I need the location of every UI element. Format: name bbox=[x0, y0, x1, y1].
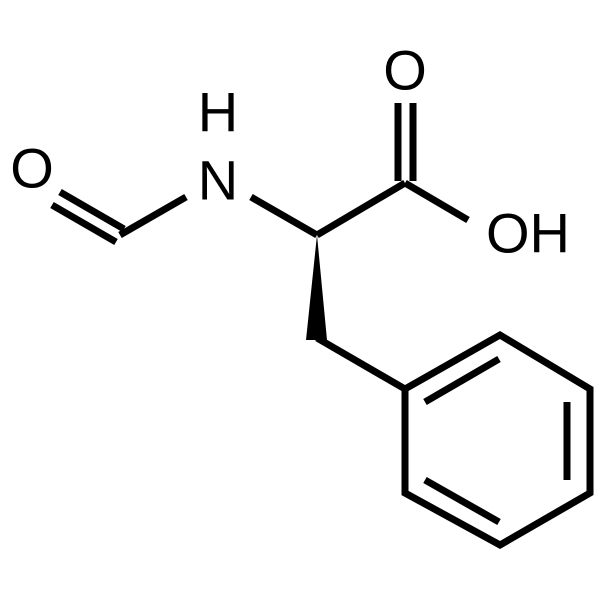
n-calpha-bond bbox=[249, 193, 319, 239]
benzene-double-bond-1 bbox=[423, 355, 501, 406]
amide-nitrogen-label: N bbox=[198, 149, 238, 212]
carbonyl-oxygen-label: O bbox=[383, 39, 427, 102]
formyl-oxygen-label: O bbox=[10, 137, 54, 200]
amide-hydrogen-label: H bbox=[198, 81, 238, 144]
formyl-co-bond-2 bbox=[50, 201, 118, 246]
formyl-co-bond-1 bbox=[58, 188, 126, 233]
benzene-ring bbox=[401, 330, 594, 550]
ch2-ring-bond bbox=[315, 334, 407, 393]
calpha-ccarboxyl-bond bbox=[315, 179, 407, 239]
wedge-bond bbox=[306, 235, 327, 340]
carboxyl-coh-bond bbox=[403, 179, 470, 224]
hydroxyl-label: OH bbox=[486, 202, 570, 265]
benzene-double-bond-3 bbox=[423, 476, 501, 526]
formyl-cn-bond bbox=[118, 193, 188, 239]
